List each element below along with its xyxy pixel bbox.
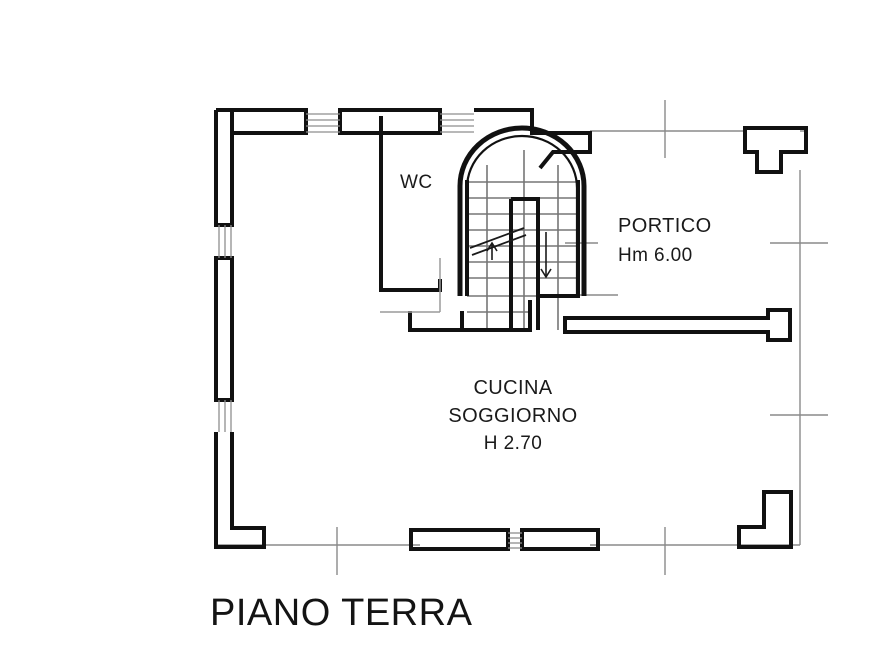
window-mullions (218, 113, 522, 549)
wall-portico-parapet (563, 308, 792, 342)
wall-left-middle (214, 256, 234, 402)
interior-guides (380, 258, 441, 313)
wall-stair-core-center (509, 197, 540, 330)
plan-title: PIANO TERRA (210, 592, 473, 634)
wall-hall-lower (408, 311, 464, 332)
wall-left-lower (214, 432, 266, 549)
wall-stair-bottom-left (462, 300, 532, 332)
wall-top-middle (338, 108, 442, 135)
stair-break-line (469, 227, 527, 256)
pillar-bottom-right-l (737, 490, 793, 549)
stair-treads (455, 150, 578, 331)
wall-top-right (474, 108, 592, 170)
wall-bottom-right-window (520, 528, 600, 551)
stair-up-arrow (486, 241, 498, 260)
reference-lines (215, 100, 828, 575)
walls (214, 108, 808, 551)
stair-down-arrow (540, 232, 552, 279)
wall-left-upper (214, 110, 234, 227)
wall-bottom-left-window (409, 528, 510, 551)
wall-top-left (216, 108, 308, 135)
pillar-top-right-t (743, 126, 808, 174)
wall-stair-arch-inner (465, 134, 579, 296)
stair-direction-marks (469, 227, 552, 279)
wall-wc-partition (379, 116, 442, 292)
wall-stair-arch-outer (457, 125, 587, 296)
